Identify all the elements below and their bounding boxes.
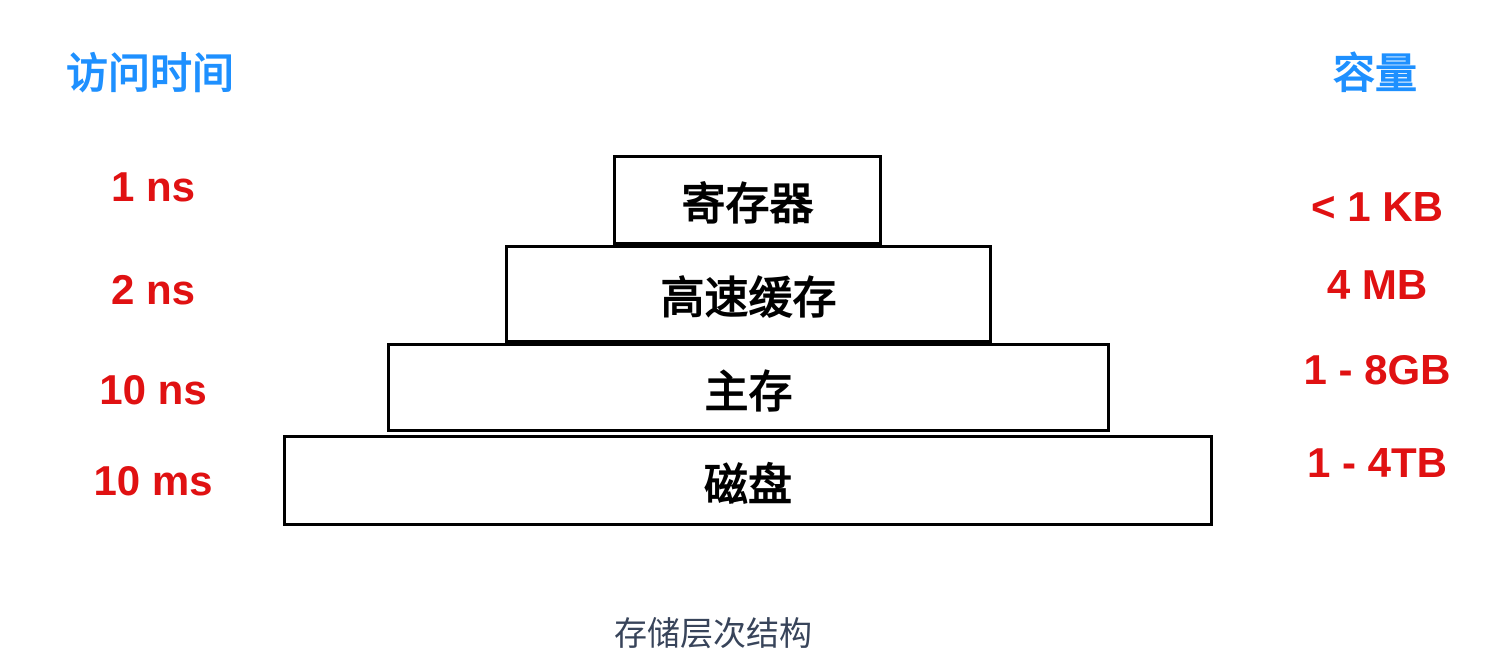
access-time-value-disk: 10 ms	[93, 457, 213, 504]
diagram-title: 存储层次结构	[614, 615, 812, 652]
capacity-value-disk: 1 - 4TB	[1306, 439, 1448, 486]
access-time-value-main-memory: 10 ns	[99, 366, 207, 413]
access-time-value-cache: 2 ns	[110, 266, 196, 313]
capacity-value-registers: < 1 KB	[1311, 183, 1443, 230]
access-time-value-registers: 1 ns	[110, 163, 196, 210]
pyramid-level-main-memory: 主存	[387, 343, 1110, 432]
capacity-value-main-memory: 1 - 8GB	[1303, 346, 1451, 393]
pyramid-level-registers: 寄存器	[613, 155, 882, 245]
pyramid-level-disk: 磁盘	[283, 435, 1213, 526]
pyramid-level-label: 主存	[704, 367, 793, 417]
pyramid-level-label: 磁盘	[704, 460, 792, 510]
pyramid-level-cache: 高速缓存	[505, 245, 992, 343]
pyramid-level-label: 寄存器	[681, 180, 814, 229]
capacity-value-cache: 4 MB	[1326, 261, 1428, 308]
capacity-header: 容量	[1333, 50, 1418, 97]
access-time-header: 访问时间	[66, 50, 235, 97]
pyramid-level-label: 高速缓存	[660, 274, 837, 323]
